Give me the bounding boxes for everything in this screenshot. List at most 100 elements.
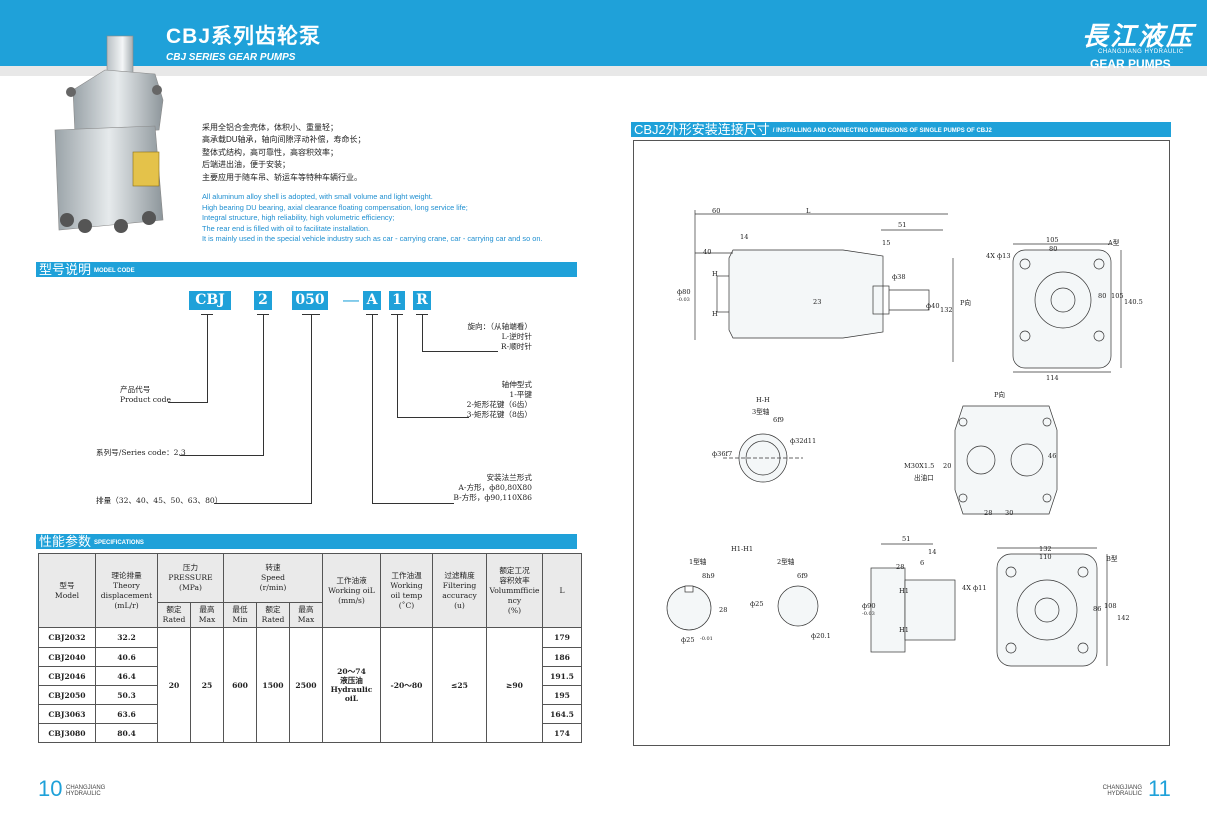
dim-d20: ф20.1 [811,632,831,640]
dim-m30: M30X1.5 [904,462,935,470]
flange-type-b: B-方形，ф90,110X86 [453,493,532,502]
leader-line [422,314,423,352]
leader-line [422,351,498,352]
series-description: 系列号/Series code：2,3 [96,448,186,457]
model-code-title-en: MODEL CODE [94,268,135,274]
specifications-title-en: SPECIFICATIONS [94,540,144,546]
rotation-cw: R-顺时针 [500,342,532,351]
cell-s-max: 2500 [289,627,323,743]
flange-a-outline [1012,249,1112,369]
cell-L: 186 [542,647,582,667]
header-text: 最低 [232,605,248,614]
intro-en-line: It is mainly used in the special vehicle… [202,234,543,244]
product-code-cn: 产品代号 [120,385,151,394]
dim-H1-top: H1 [899,587,909,595]
dim-142: 142 [1117,614,1130,622]
dim-46: 46 [1048,452,1057,460]
dim-L: L [806,207,811,215]
cell-L: 195 [542,685,582,705]
intro-en-line: All aluminum alloy shell is adopted, wit… [202,192,433,201]
intro-cn-line: 主要应用于随车吊、轿运车等特种车辆行业。 [202,172,362,182]
dim-108: 108 [1104,602,1117,610]
pump-body-outline [728,249,884,339]
product-code-description: 产品代号 Product code [120,385,171,405]
intro-en-line: Integral structure, high reliability, hi… [202,213,395,223]
footer-brand-right: CHANGJIANG HYDRAULIC [1098,785,1142,797]
header-text: (mL/r) [114,600,139,610]
shaft-type-3: 3-矩形花键（8齿） [466,410,532,419]
footer-brand-line: HYDRAULIC [66,791,101,797]
dim-d40: ф40 [926,302,940,310]
dim-tol80: -0.03 [677,297,690,303]
label-p-view: P向 [994,391,1006,399]
rotation-title: 旋向：（从轴端看） [467,322,532,331]
cell-L: 164.5 [542,704,582,724]
cell-model: CBJ2050 [38,685,96,705]
footer-brand-line: HYDRAULIC [1107,791,1142,797]
port-fitting-outline [889,289,930,311]
leader-line [397,417,469,418]
flange-b-hole [1077,566,1089,578]
dim-110: 110 [1039,553,1052,561]
dim-114: 114 [1046,374,1059,382]
flange-description: 安装法兰形式 A-方形，ф80,80X80 B-方形，ф90,110X86 [420,473,532,503]
intro-en-line: The rear end is filled with oil to facil… [202,223,371,233]
dim-15: 15 [882,239,891,247]
code-dash: — [343,292,359,309]
port-hole [1042,417,1052,427]
cell-temp: -20～80 [380,627,433,743]
header-text: ncy [507,595,522,605]
dim-6f9: 6f9 [773,416,784,424]
header-text: (%) [507,605,522,615]
code-box-shaft: 1 [389,291,405,310]
cell-L: 179 [542,627,582,648]
shaft-type1-outline [666,585,712,631]
label-p-direction: P向 [960,299,972,307]
specifications-title: 性能参数 [39,534,92,549]
leader-line [311,314,312,504]
header-text: 过滤精度 [444,570,475,580]
header-text: Rated [261,615,285,624]
gear-pump-photo [54,35,164,233]
header-text: Max [198,615,216,624]
flange-a-pilot [1034,271,1092,329]
cell-L: 174 [542,723,582,743]
port-hole [958,493,968,503]
rotation-ccw: L-逆时针 [501,332,532,341]
port-hole [1042,493,1052,503]
code-box-product: CBJ [189,291,231,310]
label-shaft-1: 1型轴 [689,558,707,566]
intro-cn-line: 高承载DU轴承，轴向间隙浮动补偿，寿命长； [202,135,366,145]
dim-H-bottom: H [712,310,718,318]
code-box-series: 2 [254,291,272,310]
cell-model: CBJ2046 [38,666,96,686]
model-code-title: 型号说明 [39,262,92,277]
dimensions-title-en: / INSTALLING AND CONNECTING DIMENSIONS O… [772,128,992,134]
header-band [0,0,1207,66]
cell-disp: 50.3 [95,685,158,705]
dimensions-section-bar: CBJ2外形安装连接尺寸/ INSTALLING AND CONNECTING … [631,122,1171,137]
header-text: (˚C) [398,600,415,610]
port-view-outline [954,405,1058,515]
header-text: 转速 [265,563,281,572]
flange-b-hole [1005,642,1017,654]
dim-86: 86 [1093,605,1102,613]
cell-model: CBJ2032 [38,627,96,648]
dim-d25b: ф25 [750,600,764,608]
header-text: oil temp [390,590,423,600]
dim-14: 14 [740,233,749,241]
dim-28: 28 [984,509,993,517]
cell-p-rated: 20 [157,627,191,743]
dim-8h9: 8h9 [702,572,715,580]
brand-logo: 長江液压 [1082,22,1195,52]
leader-line [372,503,454,504]
flange-a-hole [1093,258,1105,270]
